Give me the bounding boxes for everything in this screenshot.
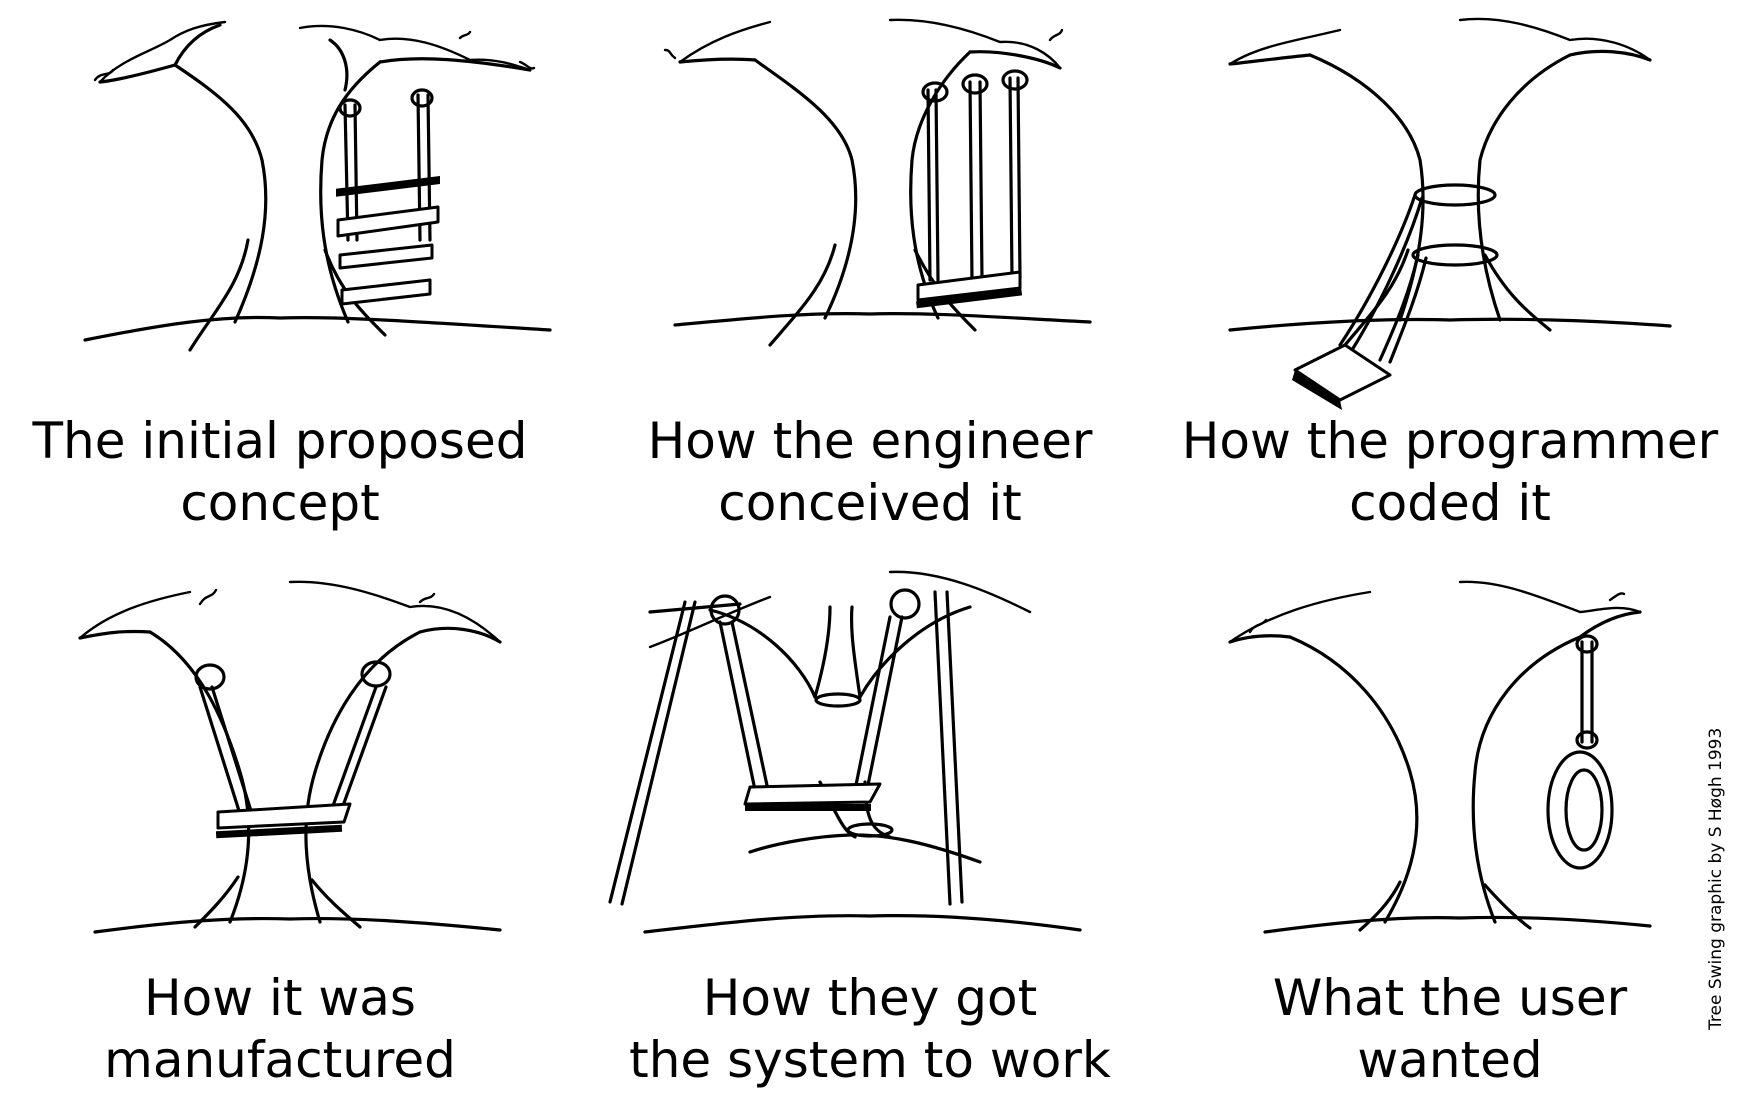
tree-swing-illustration-user xyxy=(1228,580,1652,934)
caption-line: How it was xyxy=(144,969,416,1027)
panel-system-work: How they got the system to work xyxy=(590,552,1150,1104)
caption-manufactured: How it was manufactured xyxy=(0,967,560,1091)
caption-line: concept xyxy=(180,474,380,532)
caption-programmer-coded: How the programmer coded it xyxy=(1170,410,1730,534)
swing-three-seats xyxy=(336,88,440,306)
caption-line: conceived it xyxy=(718,474,1022,532)
swing-tilted-ropes xyxy=(194,660,392,839)
panel-engineer-conceived: How the engineer conceived it xyxy=(590,0,1150,552)
caption-line: How the programmer xyxy=(1181,412,1719,470)
tree xyxy=(1228,17,1672,347)
tree xyxy=(83,20,552,352)
tree-swing-illustration-manufactured xyxy=(78,580,502,934)
panel-user-wanted: What the user wanted xyxy=(1170,552,1730,1104)
tree-swing-illustration-system xyxy=(608,570,1082,934)
tree xyxy=(1228,580,1652,934)
credit-text: Tree Swing graphic by S Høgh 1993 xyxy=(1706,727,1726,1030)
caption-line: How they got xyxy=(702,969,1038,1027)
caption-line: manufactured xyxy=(104,1031,456,1089)
panel-manufactured: How it was manufactured xyxy=(0,552,560,1104)
tree xyxy=(663,18,1092,347)
tree-swing-illustration-engineer xyxy=(663,18,1092,347)
swing-rope-around-trunk xyxy=(1292,183,1499,410)
caption-line: The initial proposed xyxy=(32,412,528,470)
tree xyxy=(643,570,1082,934)
panel-programmer-coded: How the programmer coded it xyxy=(1170,0,1730,552)
caption-line: What the user xyxy=(1272,969,1628,1027)
caption-line: coded it xyxy=(1349,474,1551,532)
caption-system-work: How they got the system to work xyxy=(590,967,1150,1091)
caption-line: How the engineer xyxy=(647,412,1093,470)
caption-user-wanted: What the user wanted xyxy=(1170,967,1730,1091)
swing-rigid-rods xyxy=(916,69,1029,309)
caption-initial-concept: The initial proposed concept xyxy=(0,410,560,534)
caption-line: wanted xyxy=(1357,1031,1543,1089)
tree-swing-illustration-programmer xyxy=(1228,17,1672,410)
tire-swing xyxy=(1546,634,1614,870)
tree-swing-illustration-initial xyxy=(83,20,552,352)
swing-propped-branches xyxy=(608,588,964,906)
caption-engineer-conceived: How the engineer conceived it xyxy=(590,410,1150,534)
panel-initial-concept: The initial proposed concept xyxy=(0,0,560,552)
caption-line: the system to work xyxy=(629,1031,1111,1089)
tree xyxy=(78,580,502,934)
